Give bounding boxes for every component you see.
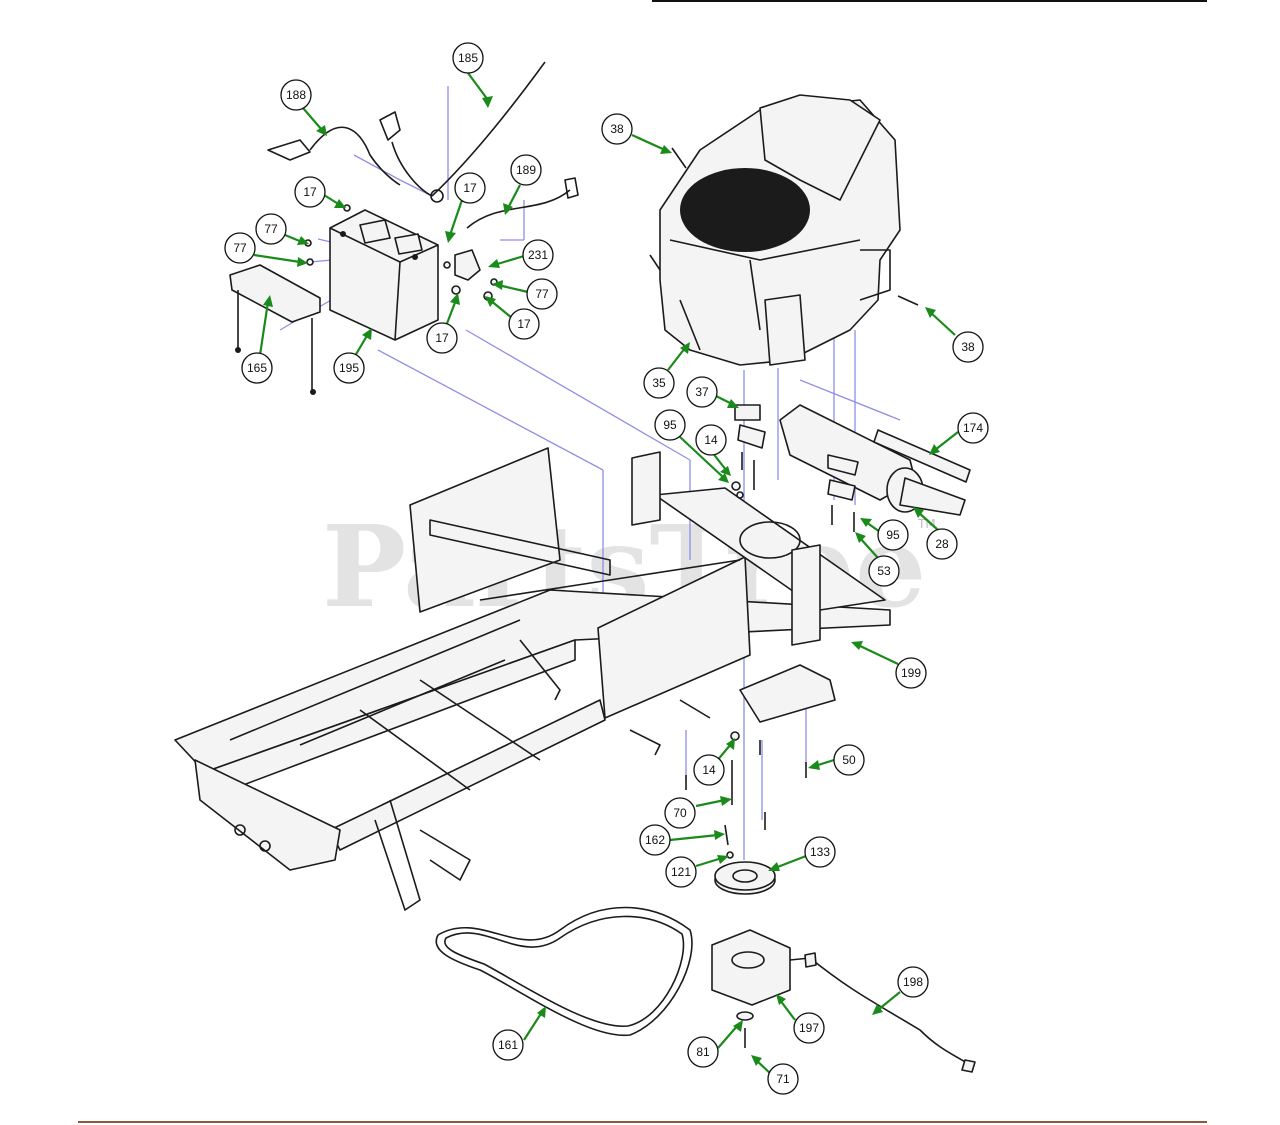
tailpipe xyxy=(873,429,971,483)
svg-text:77: 77 xyxy=(535,287,549,301)
callout-162[interactable]: 162 xyxy=(639,824,671,856)
callout-95-a[interactable]: 95 xyxy=(654,409,686,441)
svg-text:77: 77 xyxy=(233,241,247,255)
callout-17-d[interactable]: 17 xyxy=(426,322,458,354)
battery-assembly xyxy=(229,209,481,395)
svg-text:161: 161 xyxy=(498,1038,518,1052)
svg-text:197: 197 xyxy=(799,1021,819,1035)
engine xyxy=(649,94,901,366)
svg-text:50: 50 xyxy=(842,753,856,767)
leaders xyxy=(253,72,959,1076)
svg-text:28: 28 xyxy=(935,537,949,551)
svg-text:17: 17 xyxy=(435,331,449,345)
svg-text:198: 198 xyxy=(903,975,923,989)
callout-188[interactable]: 188 xyxy=(280,79,312,111)
svg-text:95: 95 xyxy=(663,418,677,432)
callout-28[interactable]: 28 xyxy=(926,528,958,560)
callout-17-b[interactable]: 17 xyxy=(454,172,486,204)
svg-text:165: 165 xyxy=(247,361,267,375)
callout-198[interactable]: 198 xyxy=(897,966,929,998)
svg-text:17: 17 xyxy=(463,181,477,195)
svg-text:162: 162 xyxy=(645,833,665,847)
svg-text:71: 71 xyxy=(776,1072,790,1086)
svg-text:95: 95 xyxy=(886,528,900,542)
svg-text:35: 35 xyxy=(652,376,666,390)
svg-text:81: 81 xyxy=(696,1045,710,1059)
svg-text:17: 17 xyxy=(517,317,531,331)
callout-14-b[interactable]: 14 xyxy=(693,754,725,786)
cables xyxy=(267,61,579,229)
svg-text:14: 14 xyxy=(704,433,718,447)
callout-38-b[interactable]: 38 xyxy=(952,331,984,363)
callout-185[interactable]: 185 xyxy=(452,42,484,74)
svg-text:38: 38 xyxy=(961,340,975,354)
watermark-trademark: TM xyxy=(917,517,936,531)
callout-195[interactable]: 195 xyxy=(333,352,365,384)
callout-231[interactable]: 231 xyxy=(522,239,554,271)
muffler xyxy=(734,404,966,516)
callout-70[interactable]: 70 xyxy=(664,797,696,829)
callout-14-a[interactable]: 14 xyxy=(695,424,727,456)
callout-197[interactable]: 197 xyxy=(793,1012,825,1044)
callout-174[interactable]: 174 xyxy=(957,412,989,444)
svg-text:77: 77 xyxy=(264,222,278,236)
callout-95-b[interactable]: 95 xyxy=(877,519,909,551)
callout-199[interactable]: 199 xyxy=(895,657,927,689)
svg-text:133: 133 xyxy=(810,845,830,859)
callout-50[interactable]: 50 xyxy=(833,744,865,776)
callout-121[interactable]: 121 xyxy=(665,856,697,888)
callout-77-c[interactable]: 77 xyxy=(526,278,558,310)
callout-77-a[interactable]: 77 xyxy=(255,213,287,245)
callout-77-b[interactable]: 77 xyxy=(224,232,256,264)
svg-text:188: 188 xyxy=(286,88,306,102)
callout-161[interactable]: 161 xyxy=(492,1029,524,1061)
callout-71[interactable]: 71 xyxy=(767,1063,799,1095)
svg-text:37: 37 xyxy=(695,385,709,399)
callout-165[interactable]: 165 xyxy=(241,352,273,384)
callout-17-c[interactable]: 17 xyxy=(508,308,540,340)
svg-text:70: 70 xyxy=(673,806,687,820)
svg-text:14: 14 xyxy=(702,763,716,777)
svg-text:231: 231 xyxy=(528,248,548,262)
svg-text:174: 174 xyxy=(963,421,983,435)
svg-text:189: 189 xyxy=(516,163,536,177)
svg-text:195: 195 xyxy=(339,361,359,375)
svg-text:185: 185 xyxy=(458,51,478,65)
frame-chassis xyxy=(174,447,891,911)
callout-17-a[interactable]: 17 xyxy=(294,176,326,208)
svg-text:53: 53 xyxy=(877,564,891,578)
callout-53[interactable]: 53 xyxy=(868,555,900,587)
callout-38-a[interactable]: 38 xyxy=(601,113,633,145)
svg-text:199: 199 xyxy=(901,666,921,680)
svg-text:17: 17 xyxy=(303,185,317,199)
svg-text:38: 38 xyxy=(610,122,624,136)
callout-81[interactable]: 81 xyxy=(687,1036,719,1068)
callout-35[interactable]: 35 xyxy=(643,367,675,399)
callouts: 185 188 189 17 17 17 17 77 77 77 231 165… xyxy=(224,42,989,1095)
callout-37[interactable]: 37 xyxy=(686,376,718,408)
callout-133[interactable]: 133 xyxy=(804,836,836,868)
svg-text:121: 121 xyxy=(671,865,691,879)
clutch-pulley-belt xyxy=(435,861,976,1073)
callout-189[interactable]: 189 xyxy=(510,154,542,186)
